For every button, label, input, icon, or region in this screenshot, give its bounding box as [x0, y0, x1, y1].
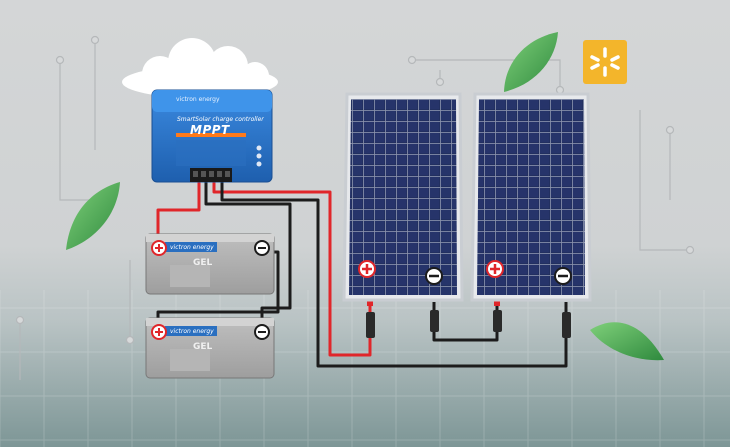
controller-brand: victron energy	[176, 96, 220, 103]
battery-1-brand: victron energy	[170, 244, 214, 251]
battery-positive-wire	[156, 182, 201, 240]
panel-positive-wire	[212, 182, 372, 357]
background-grid	[0, 290, 730, 447]
leaf-illustration	[66, 182, 120, 250]
solar-panel-1	[342, 92, 464, 302]
battery-2-brand: victron energy	[170, 328, 214, 335]
asterisk-logo-icon	[583, 40, 627, 84]
wiring	[156, 182, 568, 368]
cloud-illustration	[122, 38, 278, 98]
controller-product-line: SmartSolar charge controller	[177, 116, 264, 123]
leaf-illustration	[504, 32, 558, 92]
battery-1	[145, 233, 275, 295]
panel-negative-wire	[220, 182, 568, 368]
battery-2	[145, 317, 275, 379]
controller-model: MPPT	[190, 123, 230, 137]
leaf-illustration	[590, 322, 664, 361]
charge-controller	[151, 89, 273, 183]
battery-negative-wire	[204, 182, 292, 318]
battery-2-type: GEL	[193, 342, 213, 352]
solar-panel-2	[470, 92, 592, 302]
battery-1-type: GEL	[193, 258, 213, 268]
